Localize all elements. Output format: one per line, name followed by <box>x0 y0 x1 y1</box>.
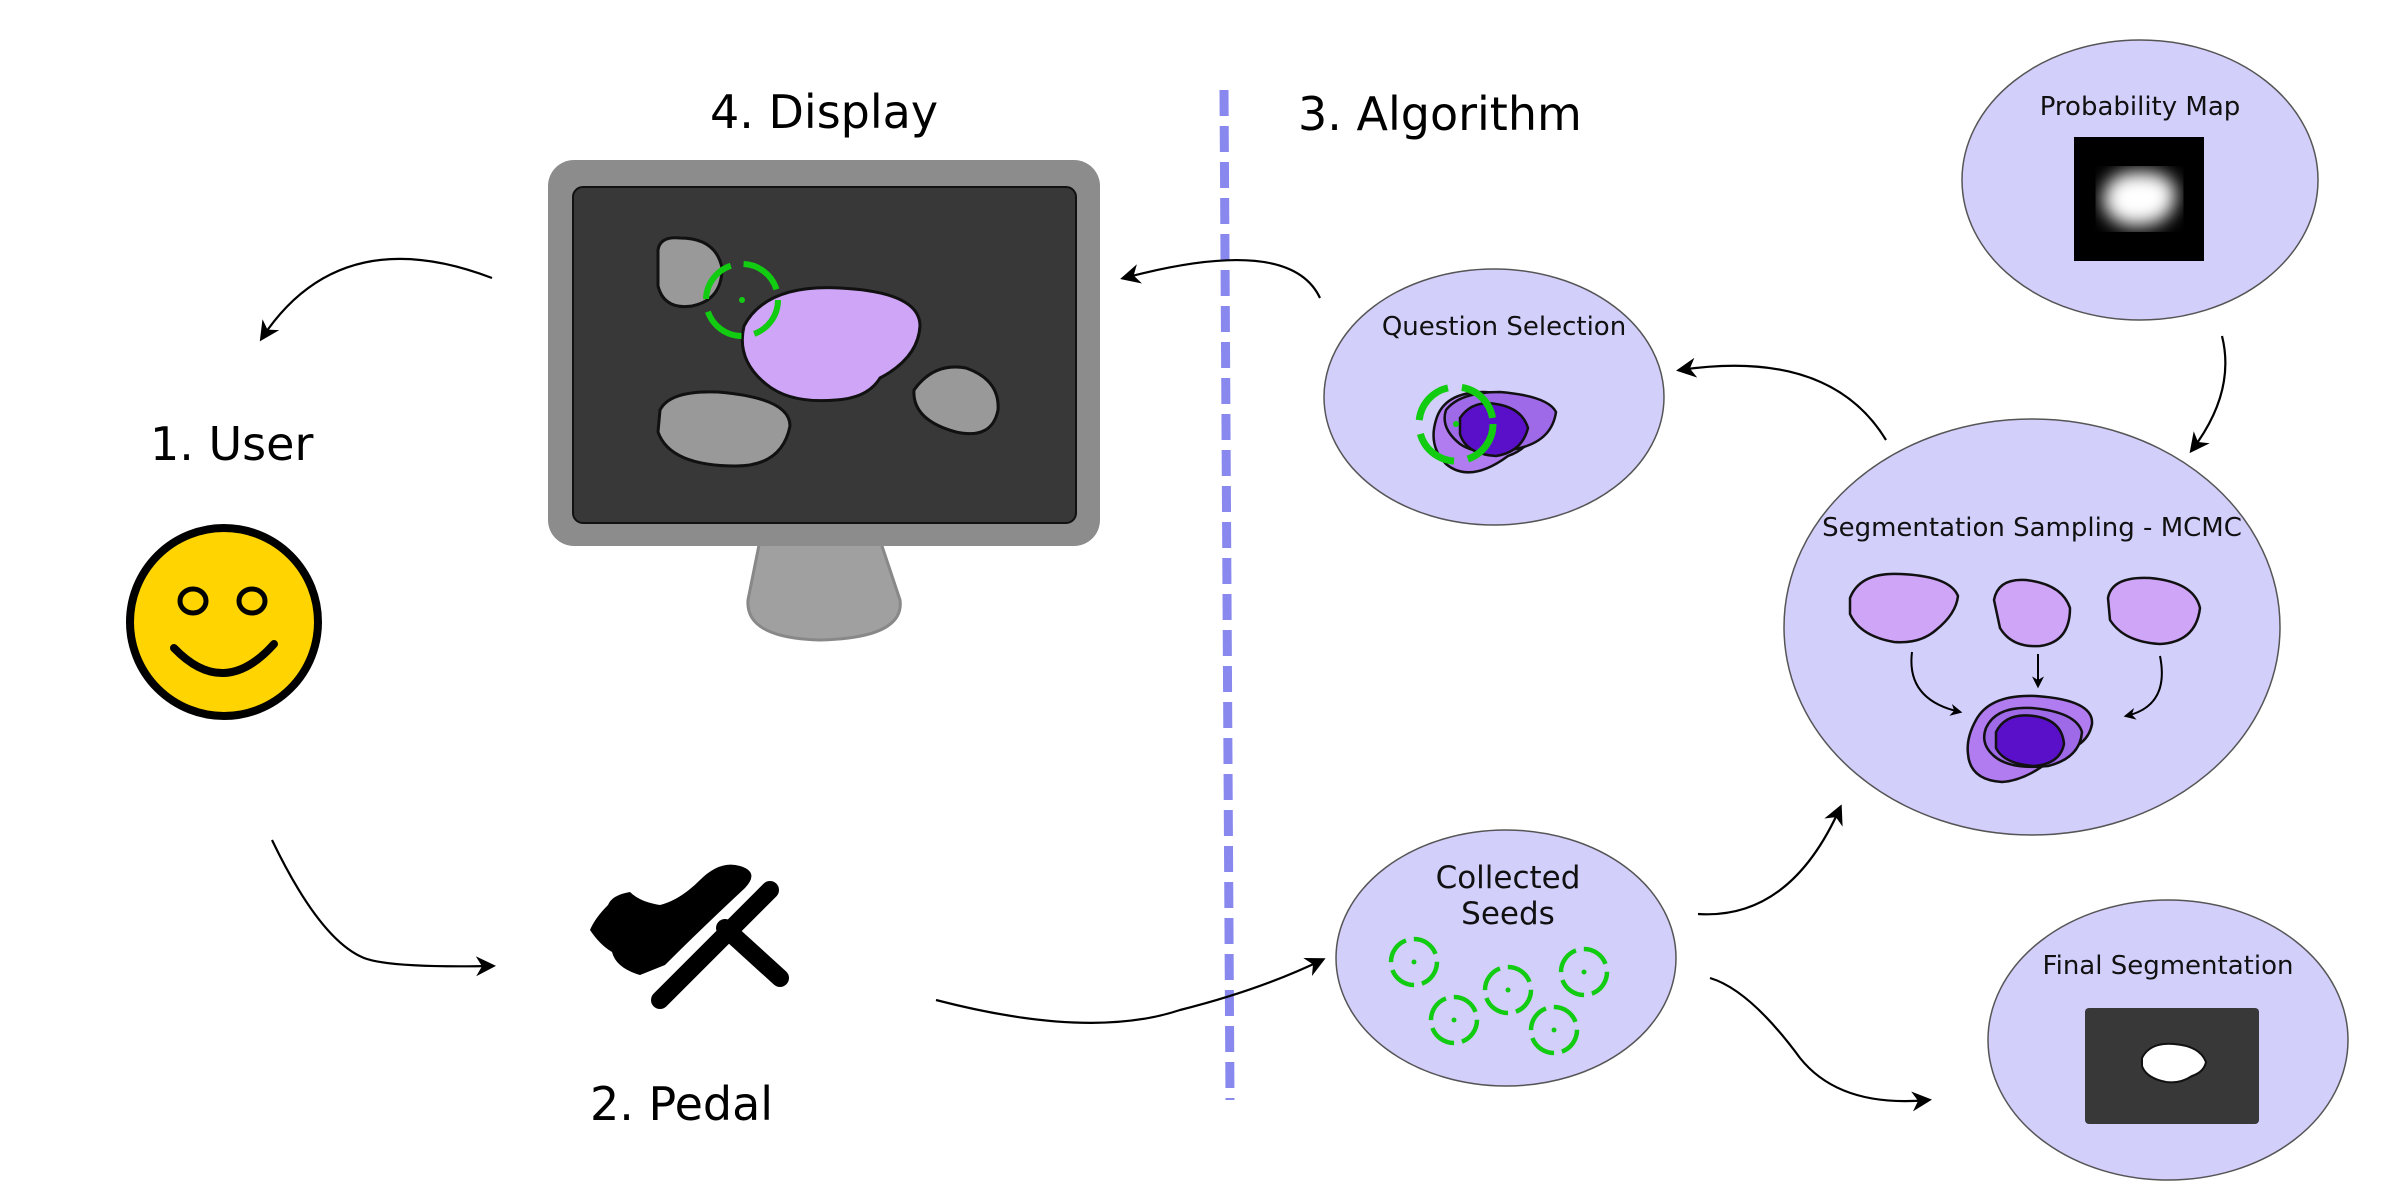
crosshair-target-icon <box>1482 964 1534 1016</box>
monitor-stand <box>746 538 902 642</box>
foot-pedal-icon <box>590 864 789 1009</box>
gray-blob <box>912 365 1000 436</box>
sample-segmentation <box>1992 578 2072 648</box>
probability-map-label: Probability Map <box>2040 92 2241 122</box>
question-selection-label: Question Selection <box>1382 312 1626 342</box>
arrow-display-to-user <box>259 257 493 342</box>
crosshair-target-icon <box>1415 383 1497 465</box>
arrow-user-to-pedal <box>271 839 496 977</box>
crosshair-target-icon <box>1388 936 1440 988</box>
arrow-pedal-to-seeds <box>935 957 1326 1024</box>
gray-blob <box>656 390 792 468</box>
final-segmentation-node: Final Segmentation <box>1987 899 2349 1181</box>
crosshair-target-icon <box>1428 994 1480 1046</box>
collected-seeds-label-line2: Seeds <box>1461 896 1555 932</box>
probability-map-node: Probability Map <box>1961 39 2319 321</box>
question-selection-node: Question Selection <box>1323 268 1665 526</box>
arrow-sampling-to-question <box>1676 357 1887 441</box>
label-pedal: 2. Pedal <box>590 1077 773 1131</box>
purple-segmentation-blob <box>740 286 922 403</box>
final-segmentation-label: Final Segmentation <box>2043 951 2294 981</box>
segmentation-sampling-label: Segmentation Sampling - MCMC <box>1822 513 2242 543</box>
merged-segmentations <box>1966 694 2094 784</box>
divider-line <box>1219 89 1235 1101</box>
monitor-icon <box>548 160 1100 642</box>
arrow-seeds-to-final <box>1709 976 1932 1112</box>
segmentation-sampling-node: Segmentation Sampling - MCMC <box>1783 418 2281 836</box>
crosshair-target-icon <box>1528 1004 1580 1056</box>
collected-seeds-label-line1: Collected <box>1436 860 1581 896</box>
collected-seeds-node: Collected Seeds <box>1335 829 1677 1087</box>
gray-blob <box>656 236 724 309</box>
arrow-probability-to-sampling <box>2189 335 2227 454</box>
label-user: 1. User <box>150 417 313 471</box>
sample-segmentation <box>1848 572 1960 644</box>
smiley-face-icon <box>126 524 322 720</box>
label-display: 4. Display <box>710 85 938 139</box>
label-algorithm: 3. Algorithm <box>1298 87 1582 141</box>
arrow-seeds-to-sampling <box>1697 804 1843 916</box>
crosshair-target-icon <box>703 261 781 339</box>
arrow-question-to-display <box>1120 259 1321 299</box>
crosshair-target-icon <box>1558 946 1610 998</box>
sample-segmentation <box>2106 576 2202 646</box>
